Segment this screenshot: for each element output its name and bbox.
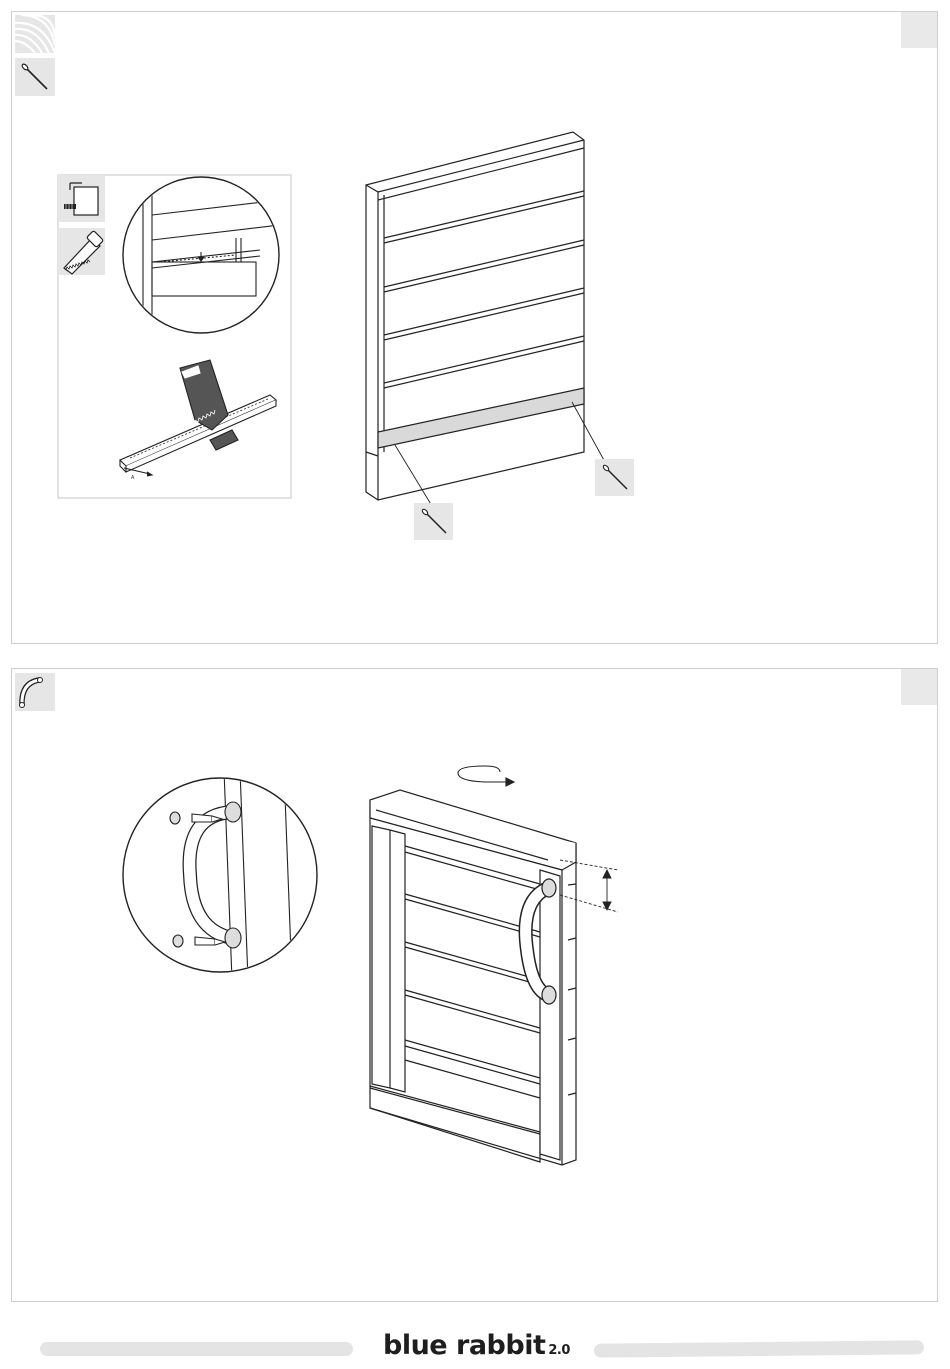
- detail-zoom-circle: [123, 170, 280, 340]
- dimension-label-a: A: [131, 475, 135, 481]
- handle-zoom-circle: [123, 770, 317, 980]
- footer-bar-left: [40, 1342, 353, 1356]
- nail-icon: [595, 459, 634, 496]
- step1-illustration: A: [0, 0, 950, 660]
- brand-name: blue rabbit: [383, 1330, 545, 1361]
- nail-icon: [414, 503, 453, 540]
- measure-square-icon: [58, 175, 105, 222]
- rotate-arrow-icon: [458, 766, 514, 786]
- saw-icon: [58, 228, 105, 275]
- step2-illustration: [0, 660, 950, 1310]
- brand-version: 2.0: [548, 1343, 570, 1358]
- brand-logo: blue rabbit 2.0: [383, 1330, 573, 1362]
- saw-cutting-board: [120, 360, 276, 476]
- door-panel-front: [366, 132, 605, 506]
- door-panel-back: [370, 790, 576, 1165]
- footer-bar-right: [594, 1340, 924, 1357]
